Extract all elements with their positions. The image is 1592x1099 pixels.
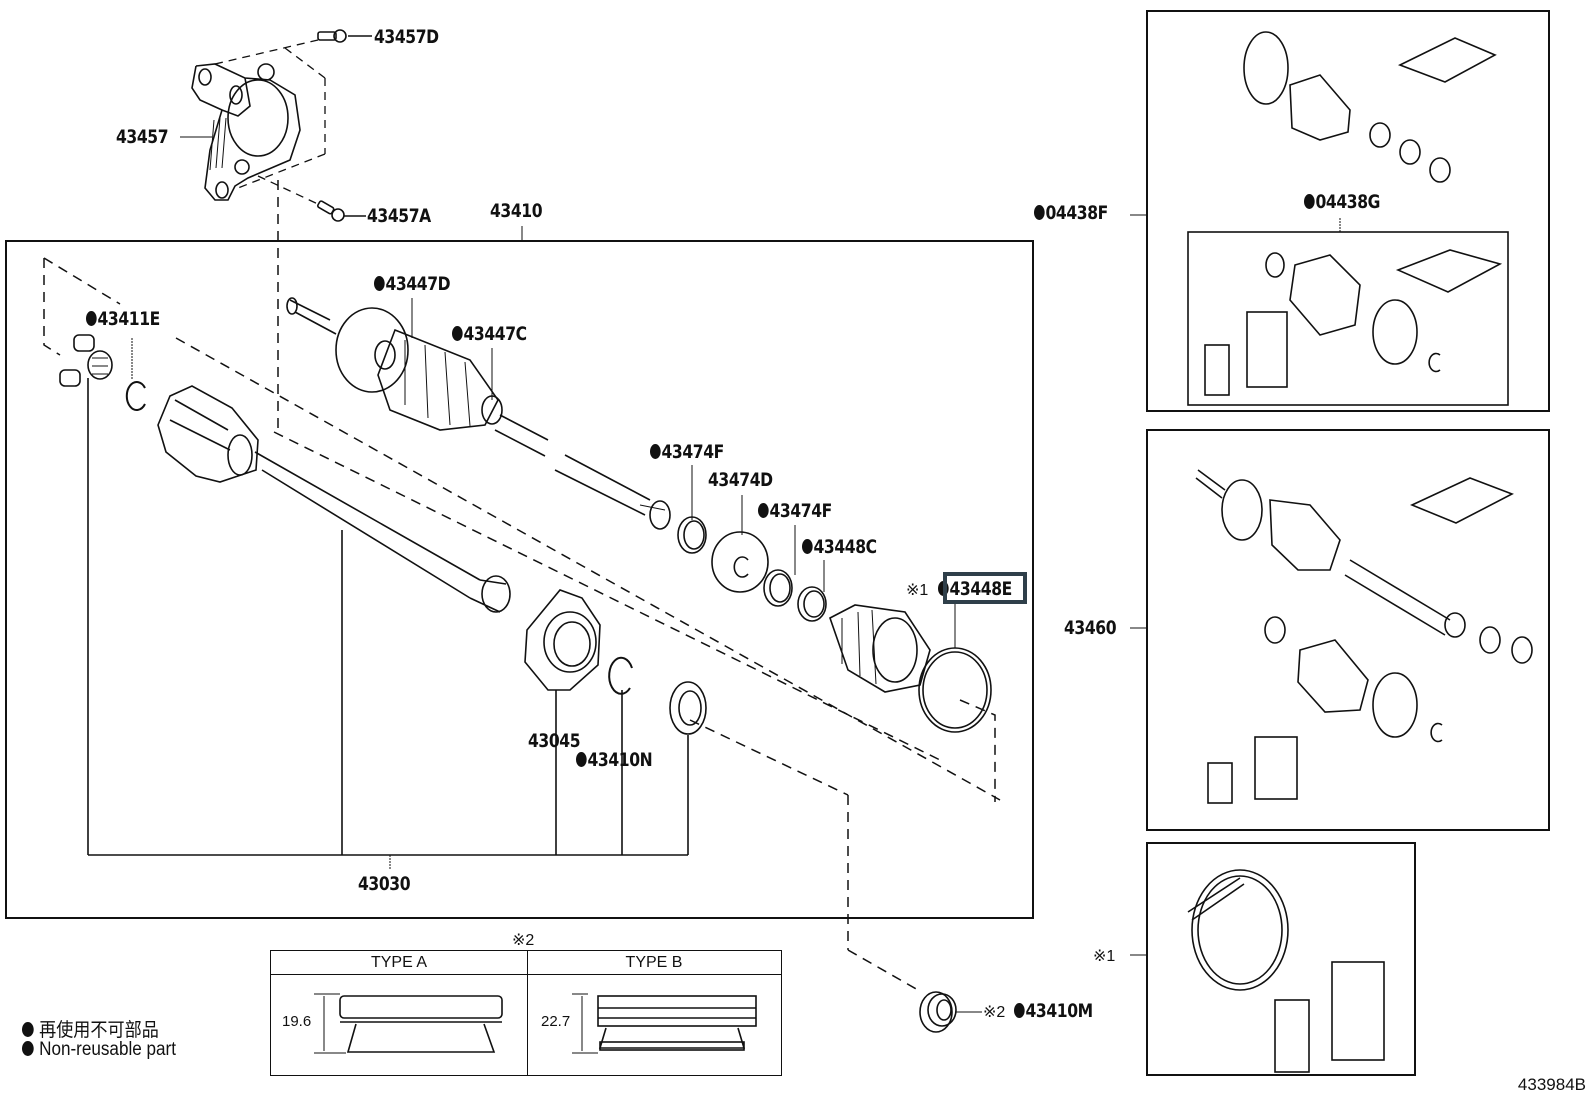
part-label-04438F[interactable]: 04438F xyxy=(1034,202,1108,224)
part-number: 43447C xyxy=(463,323,527,345)
legend-item-en: Non-reusable part xyxy=(22,1039,176,1061)
non-reusable-dot-icon xyxy=(22,1022,34,1037)
table-divider xyxy=(527,951,528,1075)
part-label-43410[interactable]: 43410 xyxy=(490,200,543,222)
part-number: 43474F xyxy=(769,500,832,522)
part-label-43448C[interactable]: 43448C xyxy=(802,536,877,558)
snap-ring-43410N xyxy=(608,656,633,695)
kit-43460-contents xyxy=(1195,469,1533,804)
seal-type-table: TYPE A TYPE B xyxy=(270,950,782,1076)
part-number: 43474F xyxy=(661,441,724,463)
snap-ring-43411E xyxy=(125,381,146,411)
non-reusable-dot-icon xyxy=(802,539,813,554)
part-label-04438G[interactable]: 04438G xyxy=(1304,191,1380,213)
kit-note-1-contents xyxy=(1187,869,1385,1073)
kit-box-04438F xyxy=(1146,10,1550,412)
legend-item-jp: 再使用不可部品 xyxy=(22,1015,159,1042)
seal-43410M-drawing xyxy=(919,991,957,1033)
part-number: 43457D xyxy=(374,26,439,48)
part-number: 43460 xyxy=(1064,617,1117,639)
part-number: 43474D xyxy=(708,469,773,491)
part-label-43410M[interactable]: 43410M xyxy=(1014,1000,1093,1022)
part-number: 43410M xyxy=(1025,1000,1093,1022)
note-ref-2: ※2 xyxy=(983,1004,1006,1021)
part-label-43045[interactable]: 43045 xyxy=(528,730,581,752)
part-number: 43030 xyxy=(358,873,411,895)
tripod-joint-drawing xyxy=(59,334,113,387)
part-number: 43045 xyxy=(528,730,581,752)
part-number: 43457 xyxy=(116,126,169,148)
part-number: 43448E xyxy=(949,578,1012,600)
part-label-43411E[interactable]: 43411E xyxy=(86,308,160,330)
bearing-bracket-43045-drawing xyxy=(524,589,601,691)
bolt-43457A-drawing xyxy=(317,200,366,222)
non-reusable-dot-icon xyxy=(650,444,661,459)
type-b-dimension: 22.7 xyxy=(541,1013,571,1030)
type-table-note: ※2 xyxy=(512,932,535,949)
non-reusable-dot-icon xyxy=(22,1041,34,1056)
bracket-projection xyxy=(214,39,326,206)
leader-tree-43030 xyxy=(87,378,689,870)
non-reusable-dot-icon xyxy=(576,752,587,767)
figure-number: 433984B xyxy=(1517,1075,1586,1094)
part-label-43460[interactable]: 43460 xyxy=(1064,617,1117,639)
part-label-43457A[interactable]: 43457A xyxy=(367,205,431,227)
outboard-joint-drawing xyxy=(286,297,671,530)
part-label-43474D[interactable]: 43474D xyxy=(708,469,773,491)
type-b-seal-profile xyxy=(572,993,757,1054)
part-label-43457D[interactable]: 43457D xyxy=(374,26,439,48)
bearing-bracket-drawing xyxy=(191,63,301,201)
inboard-joint-drawing xyxy=(157,385,511,613)
part-label-43447C[interactable]: 43447C xyxy=(452,323,527,345)
part-number: 04438G xyxy=(1315,191,1381,213)
part-number: 43410N xyxy=(587,749,653,771)
part-label-43030[interactable]: 43030 xyxy=(358,873,411,895)
part-number: 43448C xyxy=(813,536,877,558)
damper-43474D xyxy=(711,531,769,593)
legend-text: 再使用不可部品 xyxy=(39,1020,159,1041)
boot-clamp-43474F-2 xyxy=(763,569,793,607)
part-label-43457[interactable]: 43457 xyxy=(116,126,169,148)
kit-note-1-label: ※1 xyxy=(1093,948,1116,965)
non-reusable-dot-icon xyxy=(374,276,385,291)
non-reusable-dot-icon xyxy=(452,326,463,341)
part-number: 43411E xyxy=(97,308,160,330)
part-label-43474F-2[interactable]: 43474F xyxy=(758,500,832,522)
non-reusable-dot-icon xyxy=(86,311,97,326)
boot-clamp-43474F-1 xyxy=(677,516,707,554)
oil-seal-drawing xyxy=(669,681,707,735)
part-label-43410N[interactable]: 43410N xyxy=(576,749,653,771)
non-reusable-dot-icon xyxy=(1304,194,1315,209)
part-label-43474F-1[interactable]: 43474F xyxy=(650,441,724,463)
kit-box-04438G xyxy=(1187,231,1509,406)
type-a-dimension: 19.6 xyxy=(282,1013,312,1030)
kit-box-note-1 xyxy=(1146,842,1416,1076)
part-number: 43457A xyxy=(367,205,431,227)
part-number: 43447D xyxy=(385,273,451,295)
part-label-43447D[interactable]: 43447D xyxy=(374,273,451,295)
type-a-seal-profile xyxy=(314,993,503,1054)
inboard-boot-drawing xyxy=(829,604,931,693)
selected-part-highlight xyxy=(943,572,1027,604)
projection-lines xyxy=(43,180,1001,991)
bolt-43457D-drawing xyxy=(317,29,372,43)
kit-04438G-contents xyxy=(1204,249,1503,396)
type-a-header: TYPE A xyxy=(271,951,527,975)
part-number: 43410 xyxy=(490,200,543,222)
non-reusable-dot-icon xyxy=(758,503,769,518)
note-ref-1: ※1 xyxy=(906,582,929,599)
boot-clamp-43448C xyxy=(797,586,827,622)
legend-text: Non-reusable part xyxy=(39,1039,176,1060)
assembly-box-43410 xyxy=(5,240,1034,919)
non-reusable-dot-icon xyxy=(1014,1003,1025,1018)
non-reusable-dot-icon xyxy=(1034,205,1045,220)
type-b-header: TYPE B xyxy=(527,951,781,975)
part-number: 04438F xyxy=(1045,202,1108,224)
kit-box-43460 xyxy=(1146,429,1550,831)
kit-04438F-contents xyxy=(1243,31,1497,183)
boot-band-43448E xyxy=(918,647,992,733)
